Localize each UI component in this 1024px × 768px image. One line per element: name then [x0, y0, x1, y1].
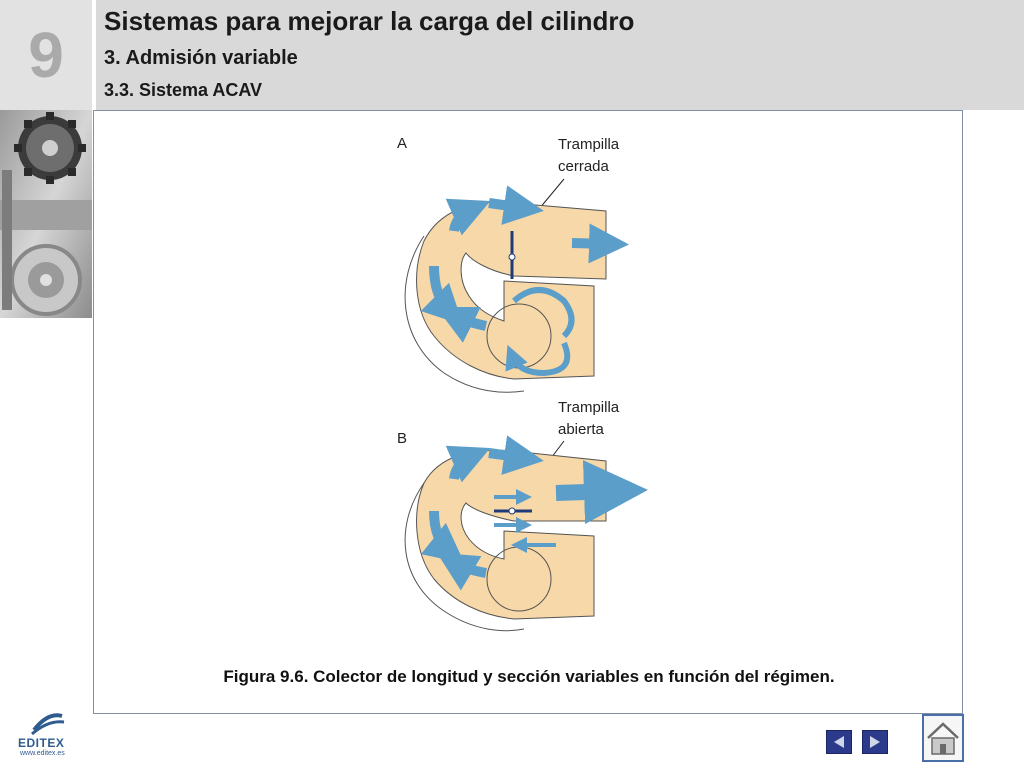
slide-title: Sistemas para mejorar la carga del cilin…	[104, 6, 635, 36]
figure-panel: A Trampilla cerrada B Trampilla abierta	[93, 110, 963, 714]
editex-logo-icon	[31, 713, 65, 736]
home-button[interactable]	[922, 714, 964, 762]
intake-manifold-diagram: A Trampilla cerrada B Trampilla abierta	[397, 135, 648, 632]
panel-b-note-line2: abierta	[558, 421, 605, 438]
house-icon	[927, 722, 959, 755]
panel-a-note-line1: Trampilla	[558, 136, 620, 153]
panel-b-diagram: B Trampilla abierta	[397, 399, 648, 632]
previous-slide-button[interactable]	[826, 730, 852, 754]
panel-b-label: B	[397, 430, 407, 447]
panel-b-note-line1: Trampilla	[558, 399, 620, 416]
chapter-badge: 9	[0, 0, 92, 110]
slide-subsection: 3.3. Sistema ACAV	[104, 80, 263, 100]
editex-logo-word: EDITEX	[18, 736, 65, 750]
figure-caption: Figura 9.6. Colector de longitud y secci…	[223, 667, 835, 686]
chapter-number: 9	[28, 19, 64, 91]
slide-section: 3. Admisión variable	[104, 47, 298, 69]
triangle-right-icon	[870, 736, 880, 748]
next-slide-button[interactable]	[862, 730, 888, 754]
panel-a-diagram: A Trampilla cerrada	[397, 135, 629, 393]
engine-photo	[0, 110, 92, 318]
editex-logo: EDITEX www.editex.es	[14, 710, 78, 760]
triangle-left-icon	[834, 736, 844, 748]
panel-a-label: A	[397, 135, 407, 152]
panel-a-note-line2: cerrada	[558, 158, 610, 175]
slide-header: Sistemas para mejorar la carga del cilin…	[96, 0, 1024, 110]
editex-logo-url: www.editex.es	[20, 750, 65, 757]
